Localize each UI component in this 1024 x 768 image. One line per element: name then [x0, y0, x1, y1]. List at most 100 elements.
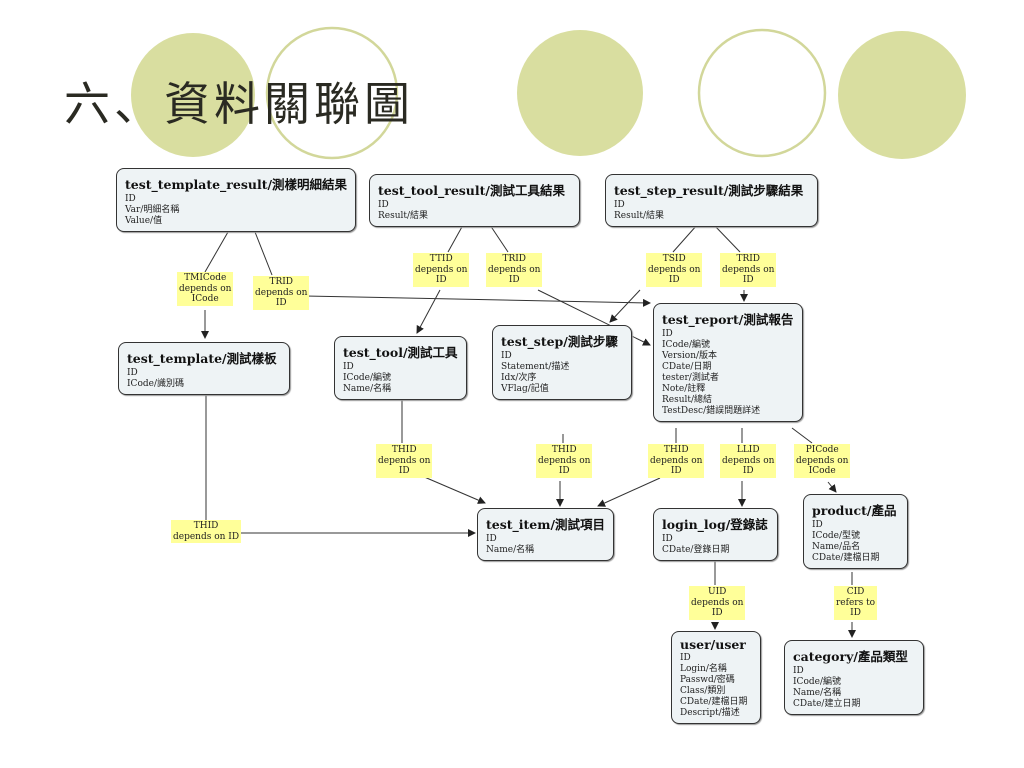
field: Name/名稱	[486, 545, 535, 555]
edge-tmicode-top	[204, 231, 229, 273]
field: ICode/編號	[343, 373, 391, 383]
field: Var/明細名稱	[125, 205, 180, 215]
field: CDate/建檔日期	[680, 697, 748, 707]
relation-label-thid-a: THID depends on ID	[376, 444, 433, 478]
edge-trid-c-top	[713, 224, 741, 253]
relation-label-ttid-a: TTID depends on ID	[413, 253, 470, 287]
field: Value/值	[125, 216, 163, 226]
field: ID	[127, 368, 138, 378]
edge-trid-a-right	[304, 295, 651, 307]
field: CDate/日期	[662, 362, 712, 372]
field: ICode/編號	[662, 340, 710, 350]
field: Name/名稱	[343, 384, 392, 394]
entity-test-template[interactable]: test_template/測試樣板 ID ICode/識別碼	[118, 342, 290, 395]
entity-test-report[interactable]: test_report/測試報告 ID ICode/編號 Version/版本 …	[653, 303, 803, 422]
field: ID	[378, 200, 389, 210]
field: Result/結果	[614, 211, 665, 221]
entity-name: test_item/測試項目	[486, 517, 606, 532]
field: Version/版本	[662, 351, 718, 361]
field: tester/測試者	[662, 373, 719, 383]
slide-title: 六、資料關聯圖	[64, 77, 414, 131]
entity-name: user/user	[680, 637, 746, 652]
deco-circle-3	[517, 30, 643, 156]
field: Note/註釋	[662, 384, 706, 394]
entity-product[interactable]: product/產品 ID ICode/型號 Name/品名 CDate/建檔日…	[803, 494, 908, 569]
field: ID	[812, 520, 823, 530]
entity-test-template-result[interactable]: test_template_result/測樣明細結果 ID Var/明細名稱 …	[116, 168, 356, 232]
entity-name: test_tool_result/測試工具結果	[378, 183, 565, 198]
edge-picode-top	[791, 427, 813, 444]
entity-name: test_step/測試步驟	[501, 334, 618, 349]
entity-test-step[interactable]: test_step/測試步驟 ID Statement/描述 Idx/次序 VF…	[492, 325, 632, 400]
field: CDate/建立日期	[793, 699, 861, 709]
field: ID	[125, 194, 136, 204]
relation-label-cid: CID refers to ID	[834, 586, 878, 620]
edge-ttid-a-top	[447, 224, 464, 253]
edge-trid-a-top	[254, 231, 273, 276]
entity-test-step-result[interactable]: test_step_result/測試步驟結果 ID Result/結果	[605, 174, 818, 227]
entity-name: test_template_result/測樣明細結果	[125, 177, 348, 192]
relation-label-trid-c: TRID depends on ID	[720, 253, 777, 287]
field: Result/結果	[378, 211, 429, 221]
relation-label-trid-a: TRID depends on ID	[253, 276, 310, 310]
entity-name: product/產品	[812, 503, 897, 518]
edge-trid-b-top	[489, 224, 509, 253]
field: ID	[680, 653, 691, 663]
relation-label-uid: UID depends on ID	[689, 586, 746, 620]
field: Login/名稱	[680, 664, 727, 674]
field: Passwd/密碼	[680, 675, 735, 685]
entity-name: login_log/登錄誌	[662, 517, 768, 532]
deco-circle-2	[265, 26, 399, 160]
relation-label-thid-b: THID depends on ID	[536, 444, 593, 478]
relation-label-trid-b: TRID depends on ID	[486, 253, 543, 287]
relation-label-tmicode: TMICode depends on ICode	[177, 272, 234, 306]
field: ICode/型號	[812, 531, 860, 541]
field: CDate/建檔日期	[812, 553, 880, 563]
edge-tsid-top	[672, 224, 698, 253]
relation-label-thid-c: THID depends on ID	[648, 444, 705, 478]
deco-circle-5	[838, 31, 966, 159]
entity-category[interactable]: category/產品類型 ID ICode/編號 Name/名稱 CDate/…	[784, 640, 924, 715]
entity-user[interactable]: user/user ID Login/名稱 Passwd/密碼 Class/類別…	[671, 631, 761, 724]
edge-tsid-bottom	[609, 289, 641, 323]
field: TestDesc/錯誤問題詳述	[662, 406, 761, 416]
field: ID	[662, 534, 673, 544]
relation-label-llid: LLID depends on ID	[720, 444, 777, 478]
field: Name/名稱	[793, 688, 842, 698]
field: ICode/識別碼	[127, 379, 184, 389]
field: ID	[793, 666, 804, 676]
entity-name: category/產品類型	[793, 649, 908, 664]
field: Result/總結	[662, 395, 713, 405]
edge-thid-a-bottom	[414, 472, 486, 504]
edge-picode-bottom	[827, 481, 837, 493]
field: VFlag/記值	[501, 384, 549, 394]
deco-circle-1	[131, 33, 255, 157]
field: ID	[501, 351, 512, 361]
entity-login-log[interactable]: login_log/登錄誌 ID CDate/登錄日期	[653, 508, 778, 561]
relation-label-tsid: TSID depends on ID	[646, 253, 703, 287]
entity-name: test_report/測試報告	[662, 312, 794, 327]
field: ID	[662, 329, 673, 339]
field: Class/類別	[680, 686, 726, 696]
edge-thid-c-bottom	[597, 477, 661, 507]
field: Statement/描述	[501, 362, 570, 372]
entity-name: test_tool/測試工具	[343, 345, 458, 360]
relation-label-thid-d: THID depends on ID	[171, 520, 242, 543]
entity-test-tool[interactable]: test_tool/測試工具 ID ICode/編號 Name/名稱	[334, 336, 467, 400]
entity-name: test_template/測試樣板	[127, 351, 277, 366]
edge-ttid-a-bottom	[416, 289, 441, 334]
entity-test-item[interactable]: test_item/測試項目 ID Name/名稱	[477, 508, 614, 561]
field: Idx/次序	[501, 373, 537, 383]
field: ID	[343, 362, 354, 372]
field: CDate/登錄日期	[662, 545, 730, 555]
field: Descript/描述	[680, 708, 740, 718]
deco-circle-4	[697, 28, 827, 158]
field: ICode/編號	[793, 677, 841, 687]
field: ID	[614, 200, 625, 210]
relation-label-picode: PICode depends on ICode	[794, 444, 851, 478]
entity-name: test_step_result/測試步驟結果	[614, 183, 804, 198]
entity-test-tool-result[interactable]: test_tool_result/測試工具結果 ID Result/結果	[369, 174, 580, 227]
field: ID	[486, 534, 497, 544]
